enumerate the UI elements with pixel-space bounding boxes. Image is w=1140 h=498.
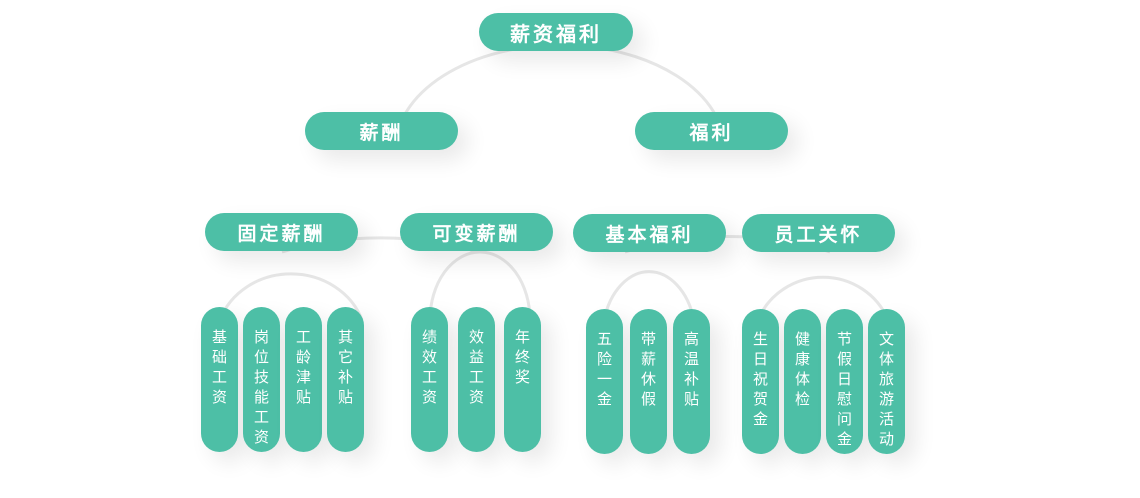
leaf-social-insurance: 五险一金 [586, 309, 623, 454]
leaf-recreation-activities: 文体旅游活动 [868, 309, 905, 454]
node-welfare: 福利 [635, 112, 788, 150]
connector-basic-to-items [602, 270, 696, 321]
node-basic-welfare: 基本福利 [573, 214, 726, 252]
connector-fixed-to-items [218, 272, 364, 321]
leaf-label: 高温补贴 [683, 330, 699, 408]
leaf-label: 效益工资 [468, 328, 484, 406]
leaf-label: 基础工资 [211, 328, 227, 406]
leaf-holiday-condolence: 节假日慰问金 [826, 309, 863, 454]
leaf-label: 生日祝贺金 [752, 330, 768, 428]
leaf-position-skill-wage: 岗位技能工资 [243, 307, 280, 452]
node-salary: 薪酬 [305, 112, 458, 150]
node-variable-salary: 可变薪酬 [400, 213, 553, 251]
leaf-label: 节假日慰问金 [836, 330, 852, 448]
node-employee-care: 员工关怀 [742, 214, 895, 252]
leaf-label: 工龄津贴 [295, 328, 311, 406]
node-fixed-salary: 固定薪酬 [205, 213, 358, 251]
leaf-benefit-wage: 效益工资 [458, 307, 495, 452]
leaf-label: 文体旅游活动 [878, 330, 894, 448]
leaf-label: 带薪休假 [640, 330, 656, 408]
leaf-performance-wage: 绩效工资 [411, 307, 448, 452]
leaf-health-checkup: 健康体检 [784, 309, 821, 454]
leaf-label: 其它补贴 [337, 328, 353, 406]
leaf-base-wage: 基础工资 [201, 307, 238, 452]
leaf-paid-leave: 带薪休假 [630, 309, 667, 454]
leaf-label: 绩效工资 [421, 328, 437, 406]
connector-variable-to-items [428, 250, 532, 321]
leaf-other-subsidy: 其它补贴 [327, 307, 364, 452]
leaf-year-end-bonus: 年终奖 [504, 307, 541, 452]
leaf-label: 五险一金 [596, 330, 612, 408]
connector-care-to-items [756, 275, 890, 321]
leaf-birthday-gift: 生日祝贺金 [742, 309, 779, 454]
node-root: 薪资福利 [479, 13, 633, 51]
leaf-heat-allowance: 高温补贴 [673, 309, 710, 454]
leaf-seniority-allowance: 工龄津贴 [285, 307, 322, 452]
leaf-label: 年终奖 [514, 328, 530, 386]
leaf-label: 健康体检 [794, 330, 810, 408]
leaf-label: 岗位技能工资 [253, 328, 269, 446]
